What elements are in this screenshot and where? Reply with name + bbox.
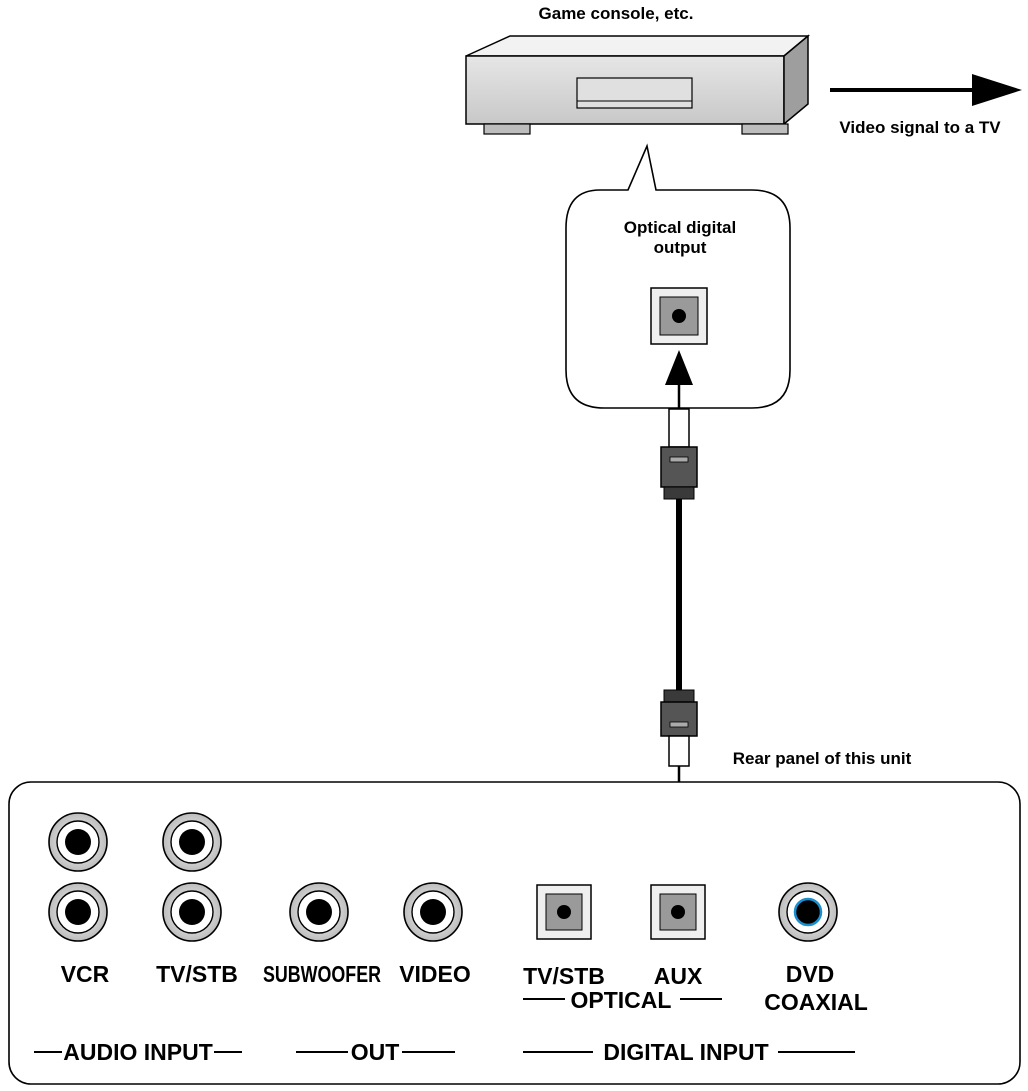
optical-jack-aux [650, 884, 706, 940]
optical-jack-tvstb [536, 884, 592, 940]
device-name-label: Game console, etc. [539, 4, 694, 23]
arrow-up-icon [665, 350, 693, 385]
jack-label-video: VIDEO [399, 961, 471, 987]
rca-jack-vcr-top [48, 812, 108, 872]
optical-output-label-line1: Optical digital [624, 218, 736, 237]
jack-label-optical-tvstb: TV/STB [523, 963, 605, 989]
callout-bubble: Optical digital output [565, 143, 791, 409]
rear-panel-title: Rear panel of this unit [733, 749, 912, 768]
group-label-out: OUT [351, 1039, 400, 1065]
jack-label-tvstb: TV/STB [156, 961, 238, 987]
rca-jack-vcr-bottom [48, 882, 108, 942]
optical-output-label-line2: output [654, 238, 707, 257]
rear-panel: VCR TV/STB SUBWOOFER VIDEO TV/STB AUX DV… [8, 781, 1021, 1085]
rca-jack-video [403, 882, 463, 942]
rca-jack-tvstb-bottom [162, 882, 222, 942]
optical-plug-top [668, 408, 690, 448]
video-signal-arrow: Video signal to a TV [830, 74, 1022, 137]
group-label-audio-input: AUDIO INPUT [63, 1039, 213, 1065]
jack-label-subwoofer: SUBWOOFER [263, 961, 381, 987]
rca-jack-subwoofer [289, 882, 349, 942]
optical-output-port [650, 287, 708, 345]
jack-label-aux: AUX [654, 963, 703, 989]
jack-label-coaxial: COAXIAL [764, 989, 868, 1015]
group-label-digital-input: DIGITAL INPUT [603, 1039, 768, 1065]
group-label-optical: OPTICAL [571, 987, 672, 1013]
jack-label-dvd: DVD [786, 961, 835, 987]
coaxial-jack-dvd [778, 882, 838, 942]
video-signal-label: Video signal to a TV [839, 118, 1001, 137]
jack-label-vcr: VCR [61, 961, 110, 987]
disc-tray [576, 77, 693, 109]
game-console: Game console, etc. [465, 4, 811, 135]
optical-plug-bottom [668, 735, 690, 767]
rca-jack-tvstb-top [162, 812, 222, 872]
optical-cable [660, 350, 698, 880]
